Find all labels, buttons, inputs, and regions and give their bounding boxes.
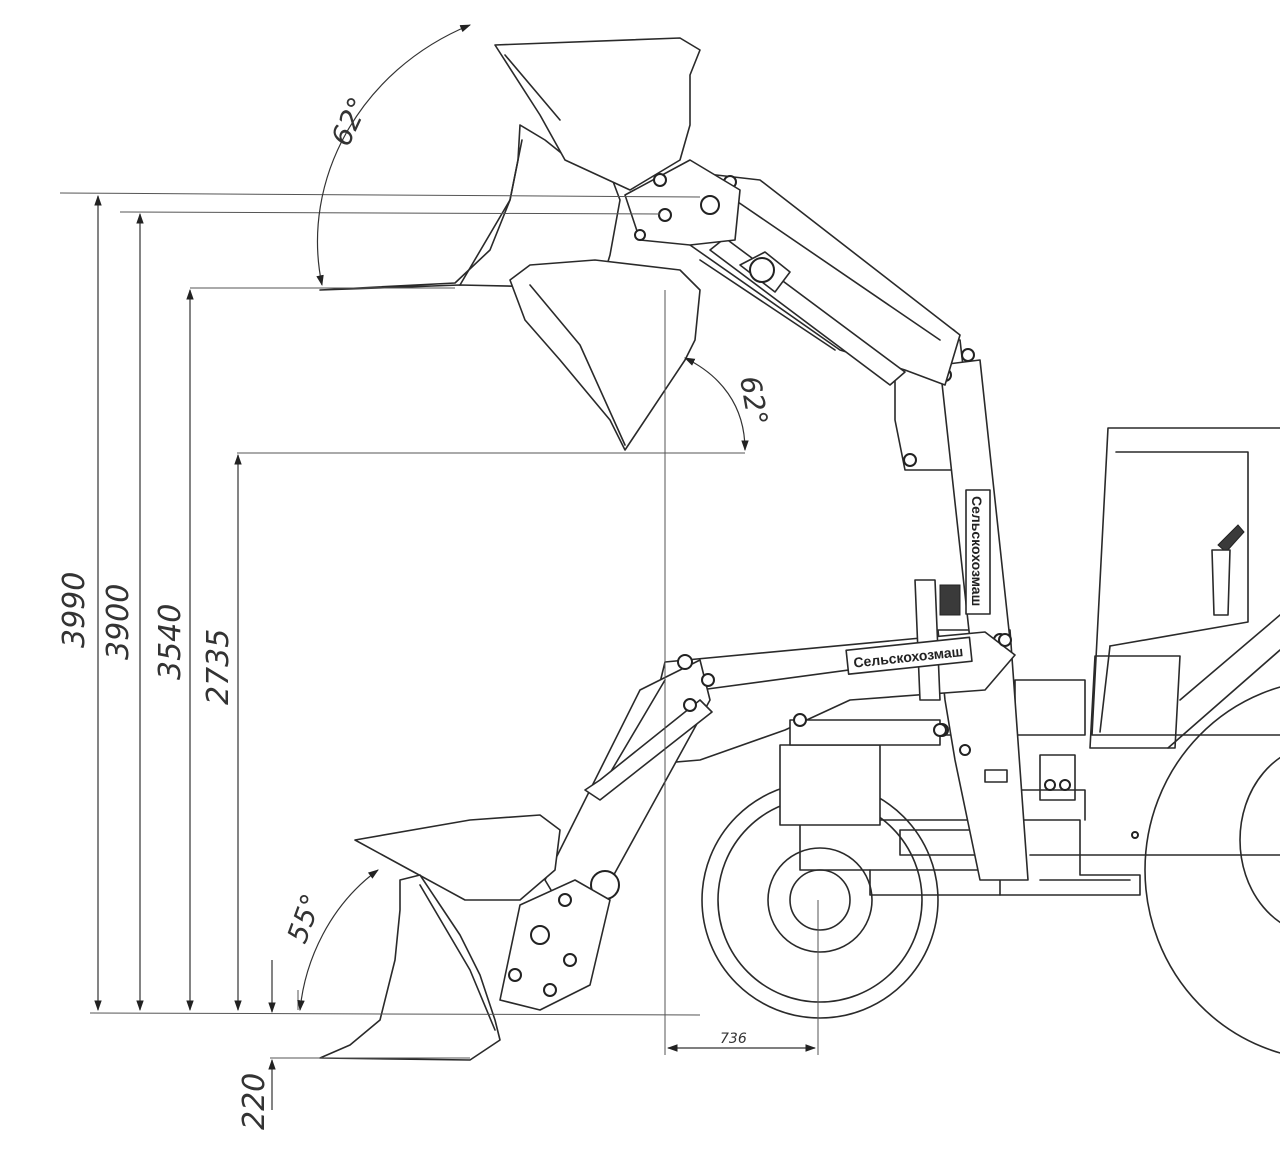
bucket-mid [509,259,701,451]
upper-arm-logo: Сельскохозмаш [969,496,985,606]
dim-736-label: 736 [720,1031,747,1047]
dim-220-label: 220 [237,1073,272,1130]
rear-wheel [1144,686,1280,1054]
angle-mid-label: 62° [733,373,774,428]
dimension-labels: 3990 3900 3540 2735 220 736 62° 62° 55° [57,92,774,1130]
dimension-lines [59,24,819,1110]
dim-3990-label: 3990 [57,572,92,648]
loader-mast [894,328,1029,881]
dim-2735-label: 2735 [201,629,236,705]
raised-linkage [624,159,741,246]
dim-3900-label: 3900 [101,584,136,660]
bucket-top [319,37,701,291]
tractor-chassis [779,679,1280,896]
dim-3540-label: 3540 [153,604,188,680]
lowered-linkage [499,879,611,1011]
boom-lowered [544,579,1016,906]
angle-low-label: 55° [281,889,329,947]
tractor-cab [1089,427,1280,749]
branding: Сельскохозмаш Сельскохозмаш [845,489,991,675]
